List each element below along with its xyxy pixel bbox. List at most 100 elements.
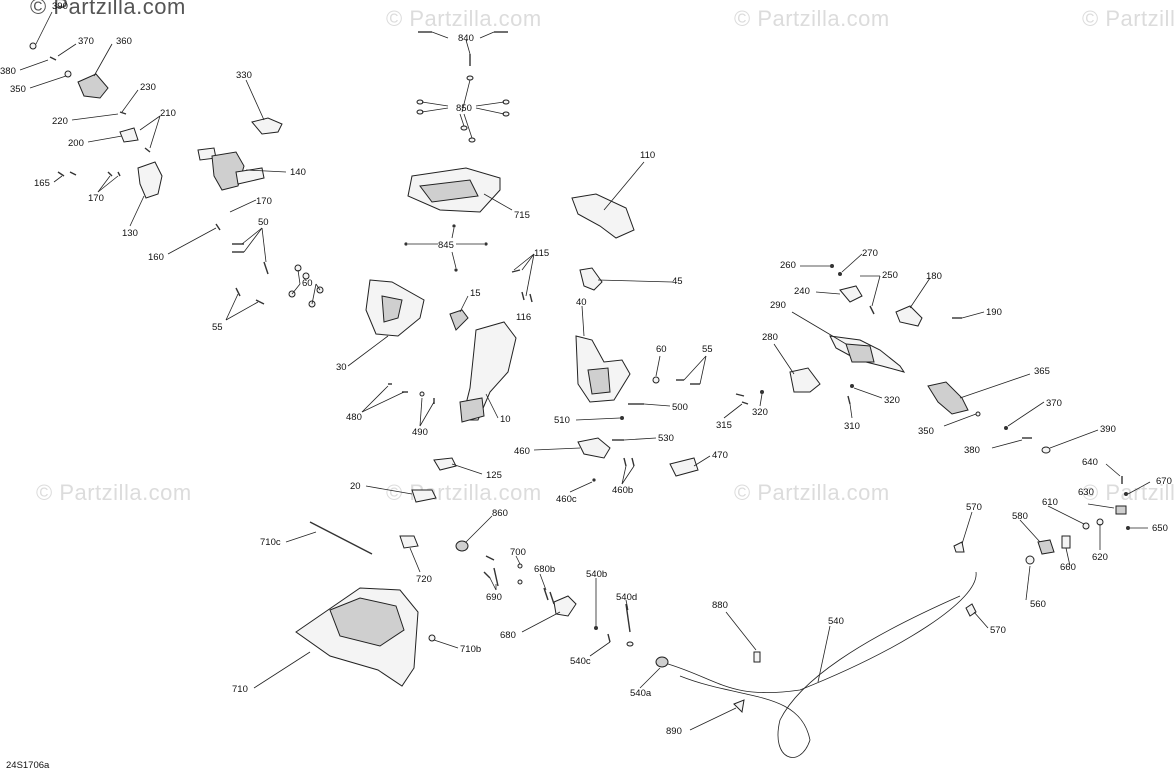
callout: 480	[346, 412, 362, 423]
callout: 55	[702, 344, 713, 355]
callout: 540c	[570, 656, 591, 667]
callout: 840	[458, 33, 474, 44]
callout: 140	[290, 167, 306, 178]
callout: 720	[416, 574, 432, 585]
callout: 110	[640, 150, 655, 161]
leader-lines	[19, 11, 1151, 731]
watermark: © Partzilla.com	[36, 480, 192, 505]
callout: 845	[438, 240, 454, 251]
copyright-symbol: ©	[30, 0, 47, 19]
callout: 315	[716, 420, 732, 431]
callout: 220	[52, 116, 68, 127]
callout: 60	[302, 278, 313, 289]
callout: 30	[336, 362, 347, 373]
callout: 290	[770, 300, 786, 311]
callout: 310	[844, 421, 860, 432]
callout: 570	[990, 625, 1006, 636]
callout: 710b	[460, 644, 481, 655]
callout: 540	[828, 616, 844, 627]
callout: 540a	[630, 688, 652, 699]
callout: 270	[862, 248, 878, 259]
watermark: © Partzilla.com	[734, 480, 890, 505]
callout: 320	[752, 407, 768, 418]
callout: 650	[1152, 523, 1168, 534]
watermark: © Partzilla.com	[1082, 6, 1174, 31]
callout: 116	[516, 312, 531, 323]
callout-labels: 390 370 360 380 350 230 210 220 200 330 …	[0, 1, 1172, 737]
callout: 540d	[616, 592, 637, 603]
callout: 530	[658, 433, 674, 444]
callout: 460	[514, 446, 530, 457]
callout: 40	[576, 297, 587, 308]
part-drawings	[29, 31, 1130, 758]
callout: 470	[712, 450, 728, 461]
callout: 610	[1042, 497, 1058, 508]
callout: 630	[1078, 487, 1094, 498]
callout: 380	[0, 66, 16, 77]
callout: 670	[1156, 476, 1172, 487]
callout: 860	[492, 508, 508, 519]
watermark: © Partzilla.com	[386, 480, 542, 505]
callout: 380	[964, 445, 980, 456]
callout: 240	[794, 286, 810, 297]
callout: 280	[762, 332, 778, 343]
callout: 580	[1012, 511, 1028, 522]
watermark: © Partzilla.com	[386, 6, 542, 31]
callout: 850	[456, 103, 472, 114]
callout: 640	[1082, 457, 1098, 468]
callout: 125	[486, 470, 502, 481]
callout: 170	[256, 196, 272, 207]
callout: 710c	[260, 537, 281, 548]
callout: 620	[1092, 552, 1108, 563]
callout: 570	[966, 502, 982, 513]
callout: 680	[500, 630, 516, 641]
callout: 350	[918, 426, 934, 437]
callout: 660	[1060, 562, 1076, 573]
callout: 460b	[612, 485, 633, 496]
callout: 20	[350, 481, 361, 492]
callout: 490	[412, 427, 428, 438]
callout: 15	[470, 288, 481, 299]
callout: 320	[884, 395, 900, 406]
callout: 130	[122, 228, 138, 239]
callout: 540b	[586, 569, 607, 580]
callout: 260	[780, 260, 796, 271]
callout: 55	[212, 322, 223, 333]
watermark: © Partzilla.com	[1082, 480, 1174, 505]
diagram-code: 24S1706a	[6, 760, 50, 771]
callout: 50	[258, 217, 269, 228]
callout: 360	[116, 36, 132, 47]
callout: 60	[656, 344, 667, 355]
callout: 230	[140, 82, 156, 93]
callout: 370	[78, 36, 94, 47]
callout: 460c	[556, 494, 577, 505]
callout: 890	[666, 726, 682, 737]
callout: 10	[500, 414, 511, 425]
watermark: © Partzilla.com	[734, 6, 890, 31]
callout: 250	[882, 270, 898, 281]
watermark-primary: © Partzilla.com	[30, 0, 186, 20]
callout: 560	[1030, 599, 1046, 610]
callout: 710	[232, 684, 248, 695]
callout: 45	[672, 276, 683, 287]
callout: 365	[1034, 366, 1050, 377]
callout: 880	[712, 600, 728, 611]
callout: 680b	[534, 564, 555, 575]
callout: 715	[514, 210, 530, 221]
callout: 500	[672, 402, 688, 413]
callout: 350	[10, 84, 26, 95]
callout: 170	[88, 193, 104, 204]
callout: 390	[52, 1, 68, 12]
callout: 330	[236, 70, 252, 81]
callout: 165	[34, 178, 50, 189]
callout: 510	[554, 415, 570, 426]
callout: 200	[68, 138, 84, 149]
callout: 180	[926, 271, 942, 282]
brand-name: Partzilla.com	[53, 0, 186, 19]
callout: 390	[1100, 424, 1116, 435]
callout: 370	[1046, 398, 1062, 409]
callout: 115	[534, 248, 549, 259]
callout: 210	[160, 108, 176, 119]
callout: 690	[486, 592, 502, 603]
